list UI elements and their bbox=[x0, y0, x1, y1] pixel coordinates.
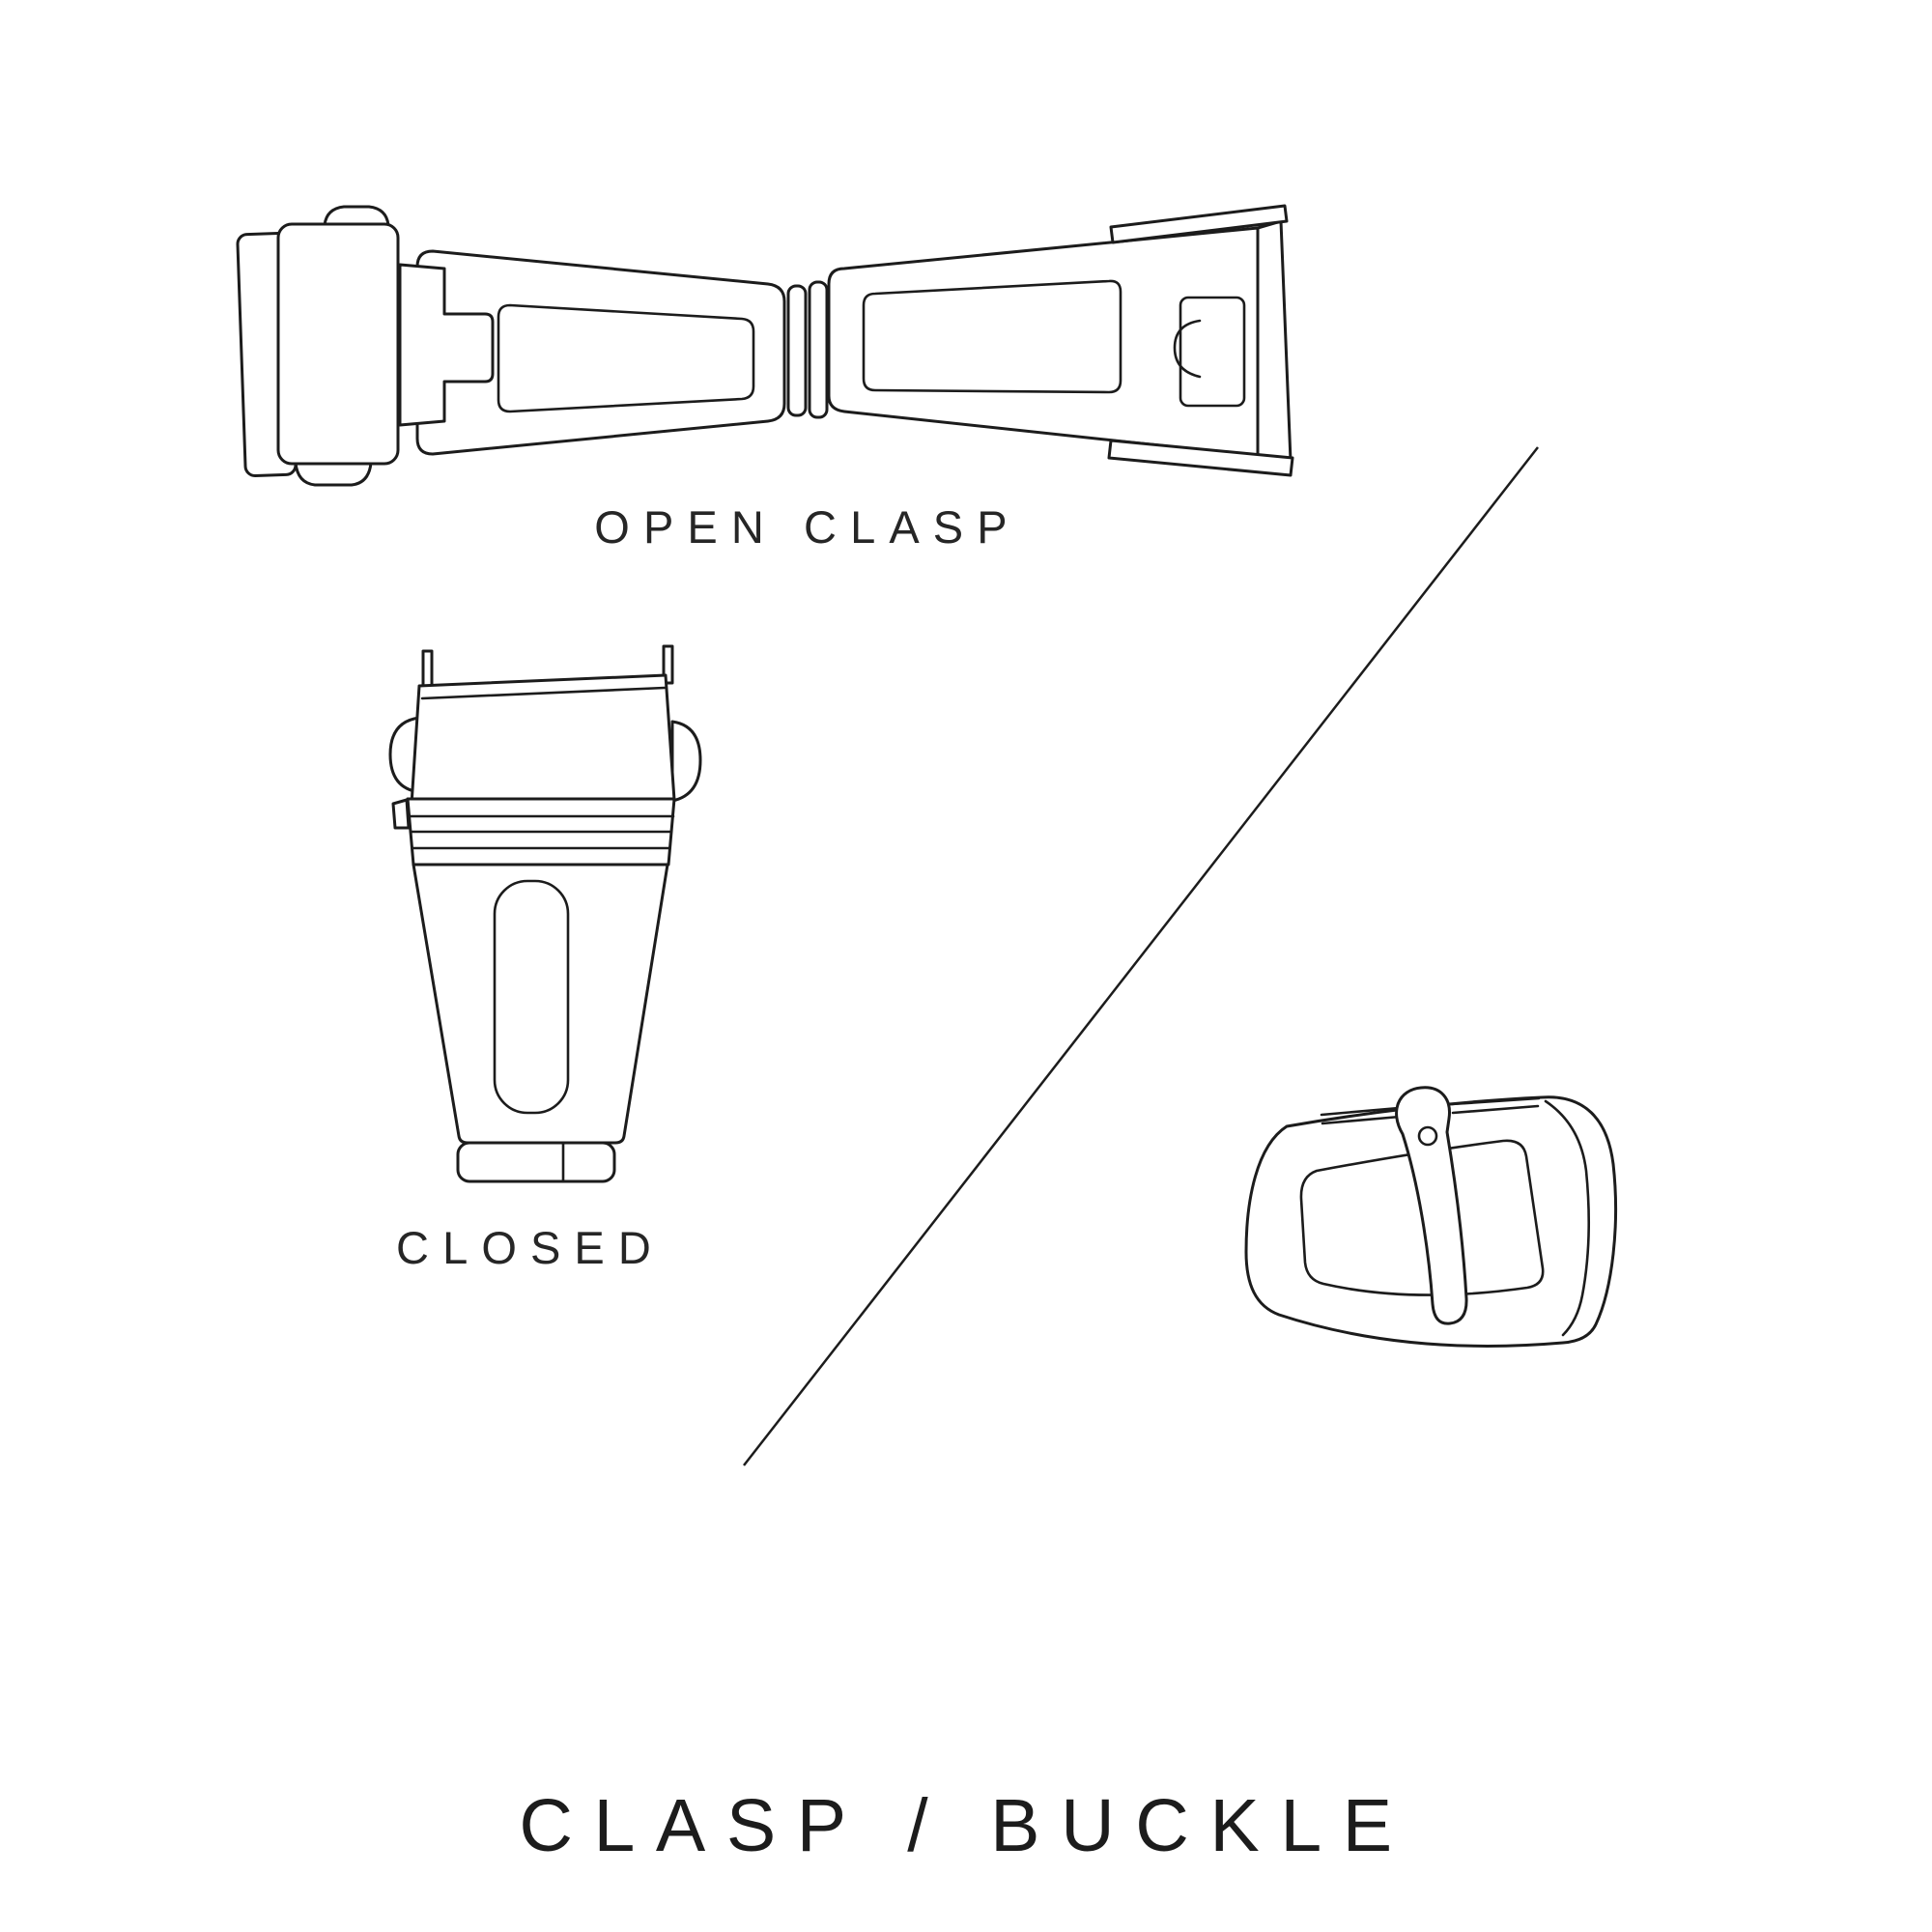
open-clasp-top-tab bbox=[323, 205, 390, 227]
buckle-frame-inner-edge bbox=[1544, 1099, 1591, 1337]
buckle-tongue bbox=[1395, 1086, 1468, 1325]
closed-clasp-left-step bbox=[391, 798, 411, 830]
open-clasp-label: OPEN CLASP bbox=[594, 501, 1021, 553]
closed-clasp-ear-left bbox=[388, 716, 421, 794]
buckle-illustration bbox=[1244, 1086, 1617, 1348]
buckle-pin-ring bbox=[1417, 1125, 1438, 1147]
open-clasp-bottom-tab bbox=[294, 461, 373, 487]
buckle-spring-bar bbox=[1320, 1096, 1541, 1125]
open-clasp-illustration bbox=[236, 204, 1294, 487]
divider-line bbox=[743, 446, 1539, 1466]
closed-clasp-slot bbox=[493, 879, 570, 1115]
closed-clasp-body bbox=[412, 863, 669, 1145]
closed-clasp-top-edge-line bbox=[420, 686, 667, 700]
closed-clasp-prong-right bbox=[662, 644, 674, 685]
closed-clasp-band-lines bbox=[408, 814, 675, 850]
open-clasp-right-arm-inset bbox=[862, 279, 1122, 394]
open-clasp-fold-plate bbox=[276, 222, 400, 466]
open-clasp-right-arm bbox=[827, 226, 1260, 458]
open-clasp-left-arm bbox=[415, 249, 786, 456]
open-clasp-hinge-left bbox=[786, 284, 808, 417]
open-clasp-latch-hook bbox=[1173, 319, 1202, 379]
buckle-opening bbox=[1299, 1139, 1545, 1296]
closed-clasp-bottom-bar bbox=[456, 1141, 616, 1183]
open-clasp-hinge-right bbox=[808, 280, 829, 419]
closed-clasp-illustration bbox=[388, 644, 702, 1183]
closed-clasp-label: CLOSED bbox=[396, 1222, 665, 1273]
diagram-title: CLASP / BUCKLE bbox=[519, 1784, 1413, 1867]
closed-clasp-ear-right bbox=[670, 720, 702, 803]
closed-clasp-top-box bbox=[410, 673, 676, 807]
open-clasp-connector bbox=[398, 263, 495, 427]
open-clasp-end-cap bbox=[1256, 219, 1293, 463]
open-clasp-top-flange bbox=[1109, 204, 1289, 244]
open-clasp-slot bbox=[1179, 296, 1246, 408]
closed-clasp-prong-left bbox=[421, 649, 434, 690]
open-clasp-bottom-flange bbox=[1107, 439, 1294, 477]
open-clasp-left-arm-inset bbox=[497, 303, 755, 413]
